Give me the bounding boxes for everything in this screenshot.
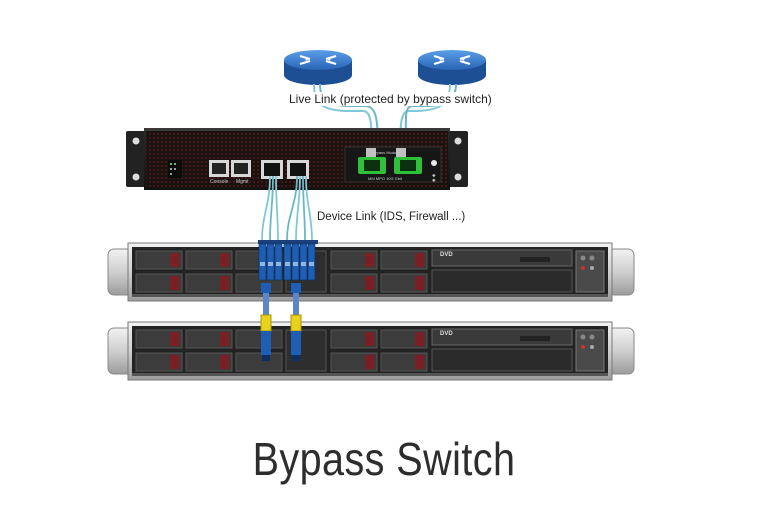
bypass-switch-appliance: ◆ ◆: [126, 128, 468, 190]
device-link-fibers: [261, 175, 313, 241]
patch-cables-to-server-2: [260, 283, 302, 361]
bypass-module-name: Bypass Module: [372, 150, 400, 155]
main-title: Bypass Switch: [252, 433, 516, 485]
server-1: [107, 242, 635, 302]
server-1-dvd-drive: [431, 249, 573, 267]
device-port-b: [287, 160, 309, 179]
router-right-icon: [418, 50, 486, 85]
server-2: [107, 321, 635, 381]
console-port: [209, 160, 229, 177]
device-port-a: [261, 160, 283, 179]
bypass-module-spec: MM MPO 10G Gbit: [368, 176, 403, 181]
bypass-module: ◆ ◆: [344, 146, 442, 183]
live-link-label: Live Link (protected by bypass switch): [287, 92, 494, 106]
console-port-2: [231, 160, 251, 177]
device-link-label: Device Link (IDS, Firewall ...): [317, 211, 466, 223]
lc-connector-cluster: [258, 240, 318, 281]
status-leds: [168, 160, 182, 178]
server-1-dvd-label: DVD: [440, 252, 453, 258]
svg-text:◆ ◆: ◆ ◆: [431, 173, 436, 182]
server-2-dvd-label: DVD: [440, 331, 453, 337]
mgmt-port-label: Mgmt: [236, 179, 249, 185]
server-2-dvd-drive: [431, 328, 573, 346]
console-port-label: Console: [210, 179, 229, 185]
router-left-icon: [284, 50, 352, 85]
